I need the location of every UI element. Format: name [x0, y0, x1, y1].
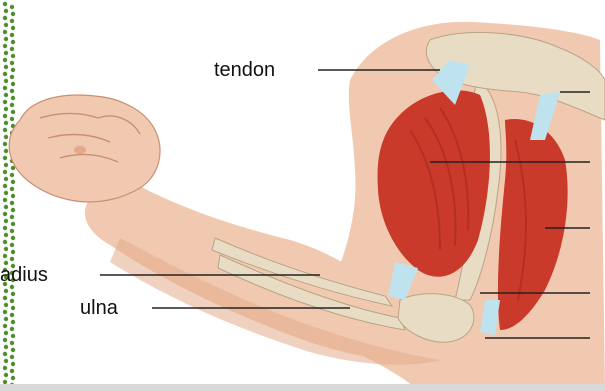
tendon-label: tendon [214, 60, 275, 80]
bottom-bar [0, 384, 605, 391]
fist-icon [9, 95, 160, 202]
ulna-label: ulna [80, 298, 118, 318]
radius-label: adius [0, 265, 48, 285]
